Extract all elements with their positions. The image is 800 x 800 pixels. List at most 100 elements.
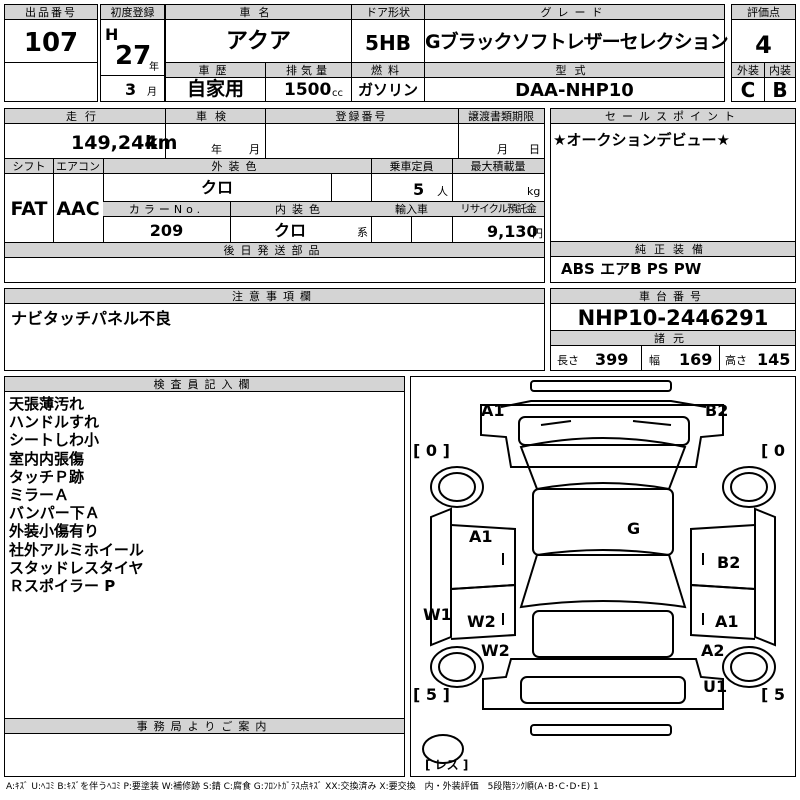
lot-number-label: 出品番号	[5, 5, 97, 20]
damage-mark: B2	[717, 553, 741, 572]
max-load-label: 最大積載量	[452, 159, 544, 174]
fuel-box: 燃料 ガソリン	[351, 62, 425, 102]
note-line: 外装小傷有り	[9, 522, 100, 541]
damage-mark: W2	[467, 612, 496, 631]
equipment-label: 純正装備	[551, 242, 795, 257]
history-label: 車歴	[166, 63, 265, 78]
int-color: クロ	[273, 221, 306, 240]
caution-box: 注意事項欄 ナビタッチパネル不良	[4, 288, 545, 371]
transfer-deadline-label: 譲渡書類期限	[458, 109, 544, 124]
capacity-label: 乗車定員	[371, 159, 452, 174]
recycle-deposit: 9,130	[487, 222, 538, 241]
registration-month: 3	[125, 80, 137, 99]
damage-mark: G	[627, 519, 641, 538]
height-value: 145	[757, 350, 791, 369]
recycle-label: リサイクル預託金	[452, 202, 544, 217]
grade: Gブラックソフトレザーセレクション	[425, 31, 729, 53]
inspection-month-unit: 月	[249, 143, 260, 156]
fuel: ガソリン	[357, 81, 418, 99]
vehicle-details-table: 走行 車検 登録番号 譲渡書類期限 149,244 km 年 月 月 日 シフト…	[4, 108, 545, 283]
lot-number-box: 出品番号 107	[4, 4, 98, 63]
displacement: 1500	[284, 80, 332, 100]
door-box: ドア形状 5HB	[351, 4, 425, 63]
first-registration-label: 初度登録	[101, 5, 164, 20]
damage-mark: U1	[703, 677, 728, 696]
shift-label: シフト	[5, 159, 53, 174]
shift: FAT	[10, 198, 48, 220]
exterior-grade: C	[740, 78, 756, 102]
year-unit: 年	[149, 62, 159, 73]
mileage-unit: km	[145, 132, 178, 154]
ext-color: クロ	[200, 178, 233, 197]
interior-grade-box: 内装 B	[764, 62, 796, 102]
office-label: 事務局よりご案内	[5, 719, 404, 734]
damage-mark: A1	[469, 527, 493, 546]
note-line: ハンドルすれ	[9, 413, 100, 432]
office-box: 事務局よりご案内	[4, 718, 405, 777]
specs-label: 諸元	[551, 331, 795, 346]
note-line: 天張薄汚れ	[9, 395, 85, 413]
door-type: 5HB	[365, 31, 411, 55]
tread-left-front: [ 0 ]	[413, 441, 450, 460]
car-name: アクア	[226, 29, 291, 54]
mileage: 149,244	[71, 132, 158, 154]
note-line: 社外アルミホイール	[9, 540, 144, 559]
inspection-year-unit: 年	[211, 143, 222, 156]
spare-tire-status: [ レス ]	[425, 758, 469, 772]
door-label: ドア形状	[352, 5, 424, 20]
damage-mark: A2	[701, 641, 725, 660]
damage-mark: B2	[705, 401, 729, 420]
ac-label: エアコン	[53, 159, 103, 174]
history: 自家用	[186, 78, 244, 100]
note-line: シートしわ小	[9, 431, 100, 450]
import-label: 輸入車	[371, 202, 452, 217]
max-load-unit: kg	[527, 185, 541, 198]
score-box: 評価点 4	[731, 4, 796, 63]
interior-grade: B	[772, 78, 788, 102]
damage-mark: A1	[715, 612, 739, 631]
equipment-box: 純正装備 ABS エアB PS PW	[550, 241, 796, 283]
model-box: 型式 DAA-NHP10	[424, 62, 725, 102]
color-number-label: カラーNo.	[103, 202, 230, 217]
inspector-box: 検査員記入欄 天張薄汚れ ハンドルすれ シートしわ小 室内内張傷 タッチＰ跡 ミ…	[4, 376, 405, 719]
history-box: 車歴 自家用	[165, 62, 266, 102]
exterior-grade-box: 外装 C	[731, 62, 765, 102]
recycle-unit: 円	[532, 227, 543, 240]
inspector-label: 検査員記入欄	[5, 377, 404, 392]
later-parts-label: 後日発送部品	[5, 243, 544, 258]
capacity: 5	[413, 180, 425, 199]
height-label: 高さ	[725, 354, 747, 367]
displacement-label: 排気量	[266, 63, 351, 78]
model-code: DAA-NHP10	[515, 80, 634, 101]
ext-color-label: 外装色	[103, 159, 371, 174]
registration-month-box: 3 月	[100, 75, 165, 102]
color-number: 209	[149, 221, 184, 240]
car-diagram	[422, 380, 776, 764]
score: 4	[755, 31, 772, 59]
displacement-box: 排気量 1500 cc	[265, 62, 352, 102]
interior-grade-label: 内装	[765, 63, 795, 78]
damage-mark: A1	[481, 401, 505, 420]
damage-mark: W2	[481, 641, 510, 660]
model-label: 型式	[425, 63, 724, 78]
chassis-number: NHP10-2446291	[577, 306, 769, 330]
note-line: 室内内張傷	[9, 449, 85, 468]
caution-text: ナビタッチパネル不良	[11, 309, 172, 328]
displacement-unit: cc	[332, 88, 343, 99]
tread-right-front: [ 0	[761, 441, 786, 460]
int-color-unit: 系	[357, 226, 368, 239]
capacity-unit: 人	[437, 185, 448, 198]
width-label: 幅	[649, 354, 660, 367]
chassis-label: 車台番号	[551, 289, 795, 304]
inspector-notes: 天張薄汚れ ハンドルすれ シートしわ小 室内内張傷 タッチＰ跡 ミラーＡ バンパ…	[9, 395, 144, 595]
era-letter: H	[105, 25, 119, 44]
length-value: 399	[595, 350, 629, 369]
transfer-month-unit: 月	[497, 143, 508, 156]
exterior-grade-label: 外装	[732, 63, 764, 78]
equipment-text: ABS エアB PS PW	[561, 260, 702, 278]
registration-year: 27	[115, 41, 152, 71]
length-label: 長さ	[557, 354, 579, 367]
damage-mark: W1	[423, 605, 452, 624]
month-unit: 月	[147, 87, 157, 98]
sales-point-text: ★オークションデビュー★	[553, 131, 730, 149]
